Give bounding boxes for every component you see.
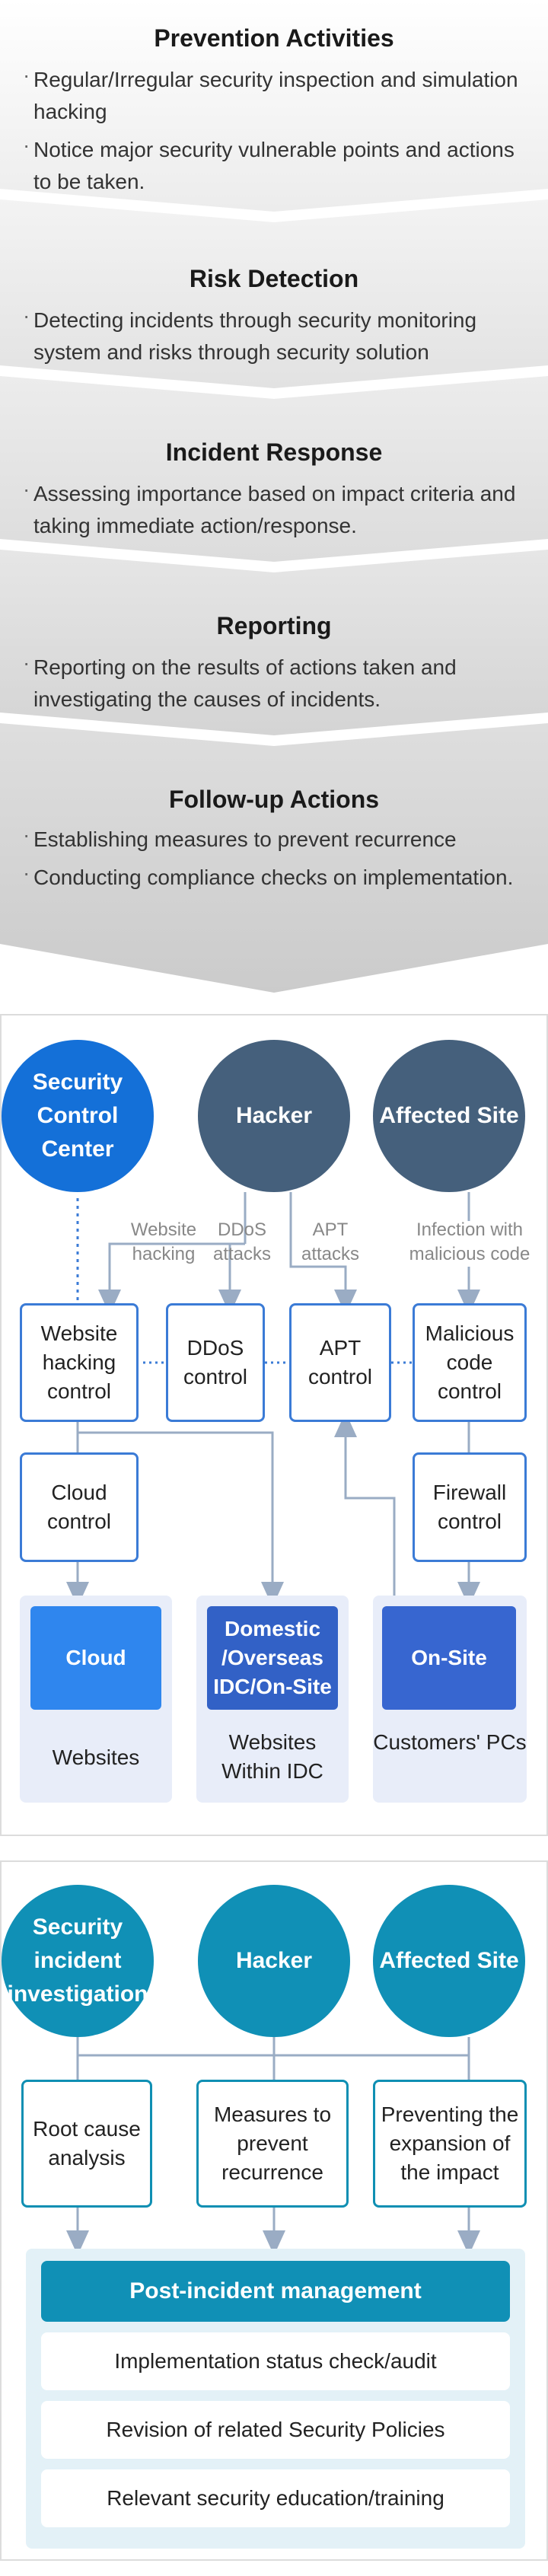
step-item: Notice major security vulnerable points …	[23, 129, 525, 198]
cloud-label: Websites	[52, 1745, 140, 1769]
management-row: Relevant security education/training	[41, 2469, 510, 2527]
management-row: Revision of related Security Policies	[41, 2401, 510, 2459]
measures-box: Measures to prevent recurrence	[196, 2080, 349, 2208]
step-item: Regular/Irregular security inspection an…	[23, 59, 525, 128]
step-item: Assessing importance based on impact cri…	[23, 473, 525, 542]
security-control-diagram: Security Control Center Hacker Affected …	[0, 1014, 548, 1836]
apt-control-box: APT control	[289, 1303, 391, 1422]
post-incident-management: Post-incident management Implementation …	[26, 2249, 525, 2549]
label-ddos-attacks: DDoS attacks	[212, 1219, 272, 1264]
step-title: Reporting	[216, 612, 332, 639]
step-title: Incident Response	[165, 438, 383, 466]
step-title: Prevention Activities	[154, 24, 394, 52]
onsite-label: Customers' PCs	[373, 1730, 527, 1754]
connector-lines	[66, 1192, 480, 1607]
management-row: Implementation status check/audit	[41, 2332, 510, 2390]
step-item: Reporting on the results of actions take…	[23, 647, 525, 716]
root-cause-box: Root cause analysis	[21, 2080, 152, 2208]
cloud-control-box: Cloud control	[20, 1452, 139, 1562]
incident-investigation-circle: Security incident investigation	[2, 1885, 154, 2037]
cloud-badge: Cloud	[30, 1606, 161, 1710]
connector-lines-2	[66, 2037, 480, 2256]
firewall-control-box: Firewall control	[413, 1452, 527, 1562]
step-item: Conducting compliance checks on implemen…	[23, 857, 525, 894]
step-title: Risk Detection	[189, 265, 359, 292]
label-infection: Infection with malicious code	[409, 1219, 530, 1264]
step-item: Establishing measures to prevent recurre…	[23, 819, 525, 856]
label-apt-attacks: APT attacks	[301, 1219, 360, 1264]
onsite-badge: On-Site	[382, 1606, 516, 1710]
ddos-control-box: DDoS control	[166, 1303, 265, 1422]
idc-badge: Domestic /Overseas IDC/On-Site	[207, 1606, 338, 1710]
label-website-hacking: Website hacking	[130, 1219, 197, 1264]
hacker-circle-2: Hacker	[198, 1885, 350, 2037]
affected-site-circle: Affected Site	[373, 1040, 525, 1192]
incident-management-diagram: Security incident investigation Hacker A…	[0, 1860, 548, 2561]
preventing-expansion-box: Preventing the expansion of the impact	[373, 2080, 527, 2208]
website-hacking-control-box: Website hacking control	[20, 1303, 139, 1422]
hacker-circle: Hacker	[198, 1040, 350, 1192]
step-item: Detecting incidents through security mon…	[23, 300, 525, 368]
post-incident-title: Post-incident management	[41, 2261, 510, 2322]
malicious-code-control-box: Malicious code control	[413, 1303, 527, 1422]
step-title: Follow-up Actions	[168, 786, 380, 813]
affected-site-circle-2: Affected Site	[373, 1885, 525, 2037]
security-control-center-circle: Security Control Center	[2, 1040, 154, 1192]
idc-label: Websites Within IDC	[221, 1730, 323, 1783]
